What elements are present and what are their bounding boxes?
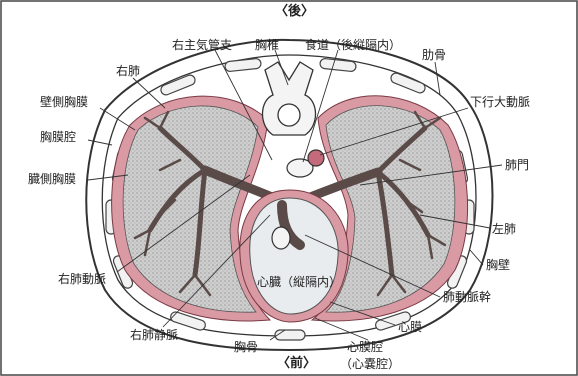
label-vertebra: 胸椎 bbox=[255, 38, 279, 52]
label-right-pulmonary-vein: 右肺静脈 bbox=[130, 328, 178, 342]
label-right-main-bronchus: 右主気管支 bbox=[172, 38, 232, 52]
label-right-pulmonary-artery: 右肺動脈 bbox=[58, 272, 106, 286]
label-rib: 肋骨 bbox=[422, 48, 446, 62]
label-esophagus: 食道（後縦隔内） bbox=[305, 38, 401, 52]
vessel-cut bbox=[272, 227, 290, 249]
label-pulmonary-trunk: 肺動脈幹 bbox=[443, 290, 491, 304]
label-parietal-pleura: 壁側胸膜 bbox=[40, 95, 88, 109]
heart bbox=[250, 198, 338, 314]
label-pericardial-sac: （心嚢腔） bbox=[340, 357, 400, 371]
label-hilum: 肺門 bbox=[505, 158, 529, 172]
label-chest-wall: 胸壁 bbox=[486, 258, 510, 272]
label-pericardium: 心膜 bbox=[398, 320, 422, 334]
label-right-lung: 右肺 bbox=[116, 64, 140, 78]
label-back: 〈後〉 bbox=[275, 5, 314, 19]
label-sternum: 胸骨 bbox=[234, 340, 258, 354]
label-pleural-cavity: 胸膜腔 bbox=[40, 130, 76, 144]
label-pericardial-cavity: 心膜腔 bbox=[347, 340, 383, 354]
label-front: 〈前〉 bbox=[277, 357, 316, 371]
label-visceral-pleura: 臓側胸膜 bbox=[28, 172, 76, 186]
descending-aorta bbox=[308, 150, 324, 166]
label-heart: 心臓（縦隔内） bbox=[257, 275, 341, 289]
label-left-lung: 左肺 bbox=[492, 222, 516, 236]
label-descending-aorta: 下行大動脈 bbox=[470, 95, 530, 109]
